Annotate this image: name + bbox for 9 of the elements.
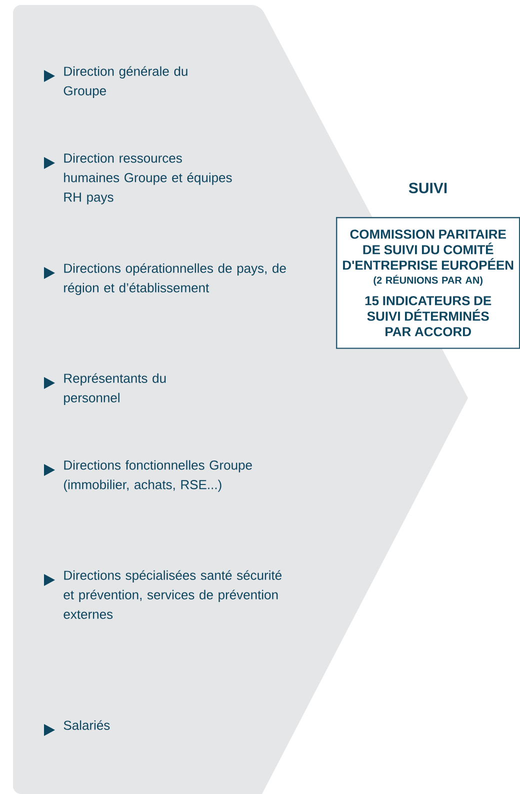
list-item: Direction générale du Groupe — [64, 66, 188, 98]
list-item: Représentants du personnel — [64, 373, 166, 405]
list-item: Directions fonctionnelles Groupe (immobilier, achats, RSE...) — [64, 460, 252, 492]
list-item: Salariés — [64, 720, 110, 730]
list-item: Direction ressources humaines Groupe et équipes RH pays — [64, 153, 232, 204]
list-item: Directions opérationnelles de pays, de région et d’établissement — [64, 263, 286, 295]
heading: SUIVI — [408, 182, 447, 194]
list-item: Directions spécialisées santé sécurité et prévention, services de prévention externes — [64, 570, 282, 619]
info-box: COMMISSION PARITAIRE DE SUIVI DU COMITÉ D'ENTREPRISE EUROPÉEN (2 RÉUNIONS PAR AN) 15 INDICATEURS DE SUIVI DÉTERMINÉS PAR ACCORD — [336, 217, 520, 349]
